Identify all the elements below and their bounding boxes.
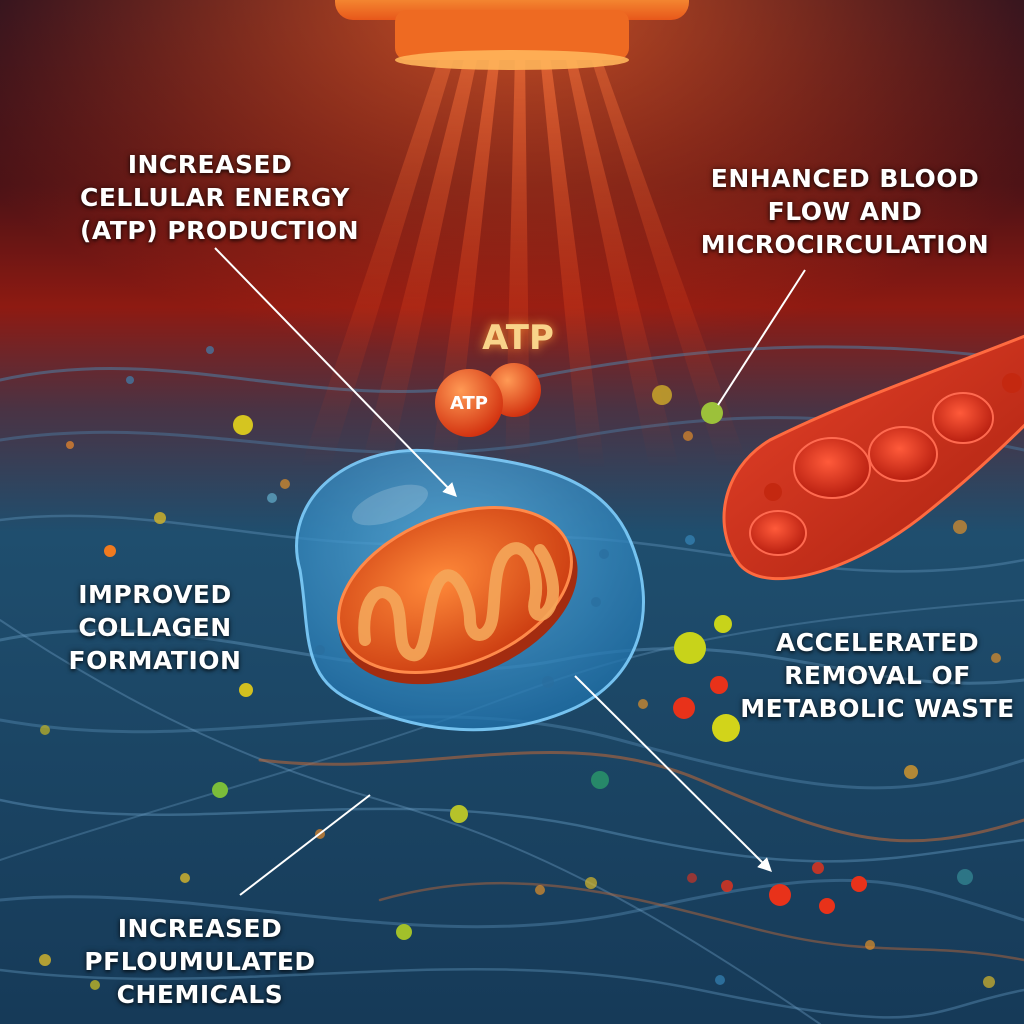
label-line: (ATP) PRODUCTION: [80, 214, 340, 247]
label-line: ENHANCED BLOOD: [690, 162, 1000, 195]
atp-floating-label: ATP: [478, 318, 558, 358]
label-collagen: IMPROVED COLLAGEN FORMATION: [40, 578, 270, 677]
label-line: MICROCIRCULATION: [690, 228, 1000, 261]
label-line: METABOLIC WASTE: [735, 692, 1020, 725]
label-line: REMOVAL OF: [735, 659, 1020, 692]
label-chemicals: INCREASED PFLOUMULATED CHEMICALS: [60, 912, 340, 1011]
label-line: INCREASED: [60, 912, 340, 945]
label-line: INCREASED: [80, 148, 340, 181]
label-line: FLOW AND: [690, 195, 1000, 228]
atp-molecule-label: ATP: [436, 393, 502, 414]
label-atp-production: INCREASED CELLULAR ENERGY (ATP) PRODUCTI…: [80, 148, 340, 247]
label-line: CHEMICALS: [60, 978, 340, 1011]
label-line: ACCELERATED: [735, 626, 1020, 659]
label-line: COLLAGEN: [40, 611, 270, 644]
label-line: IMPROVED: [40, 578, 270, 611]
label-line: PFLOUMULATED: [60, 945, 340, 978]
label-metabolic-waste: ACCELERATED REMOVAL OF METABOLIC WASTE: [735, 626, 1020, 725]
label-line: CELLULAR ENERGY: [80, 181, 340, 214]
label-blood-flow: ENHANCED BLOOD FLOW AND MICROCIRCULATION: [690, 162, 1000, 261]
label-line: FORMATION: [40, 644, 270, 677]
